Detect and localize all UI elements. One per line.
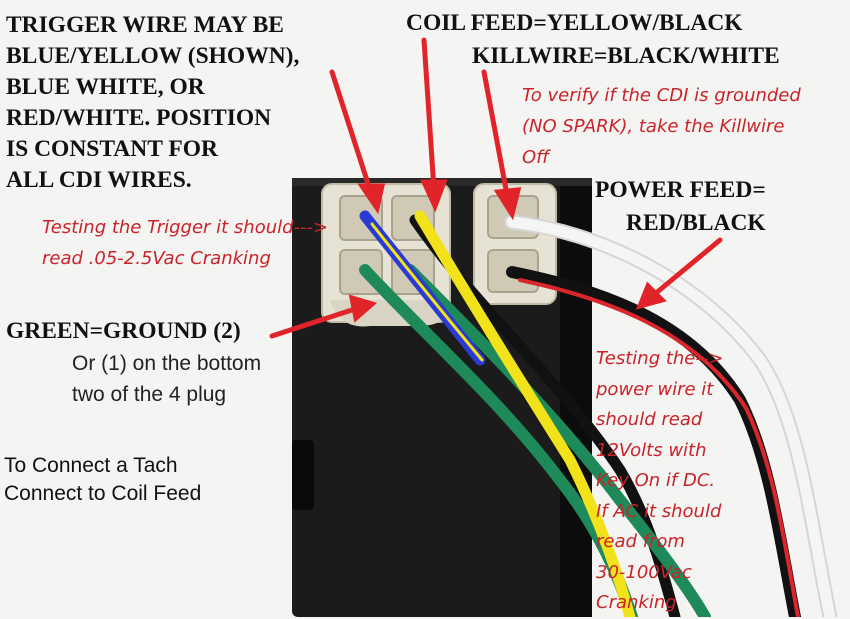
trigger-note-line-4: RED/WHITE. POSITION: [6, 105, 272, 131]
power-test-line-8: 30-100Vac: [596, 561, 692, 583]
coil-wire-yellow: [414, 210, 636, 617]
green-wire-1: [404, 264, 711, 617]
trigger-test-note: Testing the Trigger it should---> read .…: [42, 212, 328, 274]
arrow-power-head: [635, 281, 667, 310]
trigger-note-line-3: BLUE WHITE, OR: [6, 74, 205, 100]
trigger-wire-yellow-stripe: [370, 222, 484, 362]
arrow-trigger: [329, 69, 375, 199]
killwire-note-line-1: To verify if the CDI is grounded: [522, 85, 801, 106]
power-test-line-7: read from: [596, 531, 685, 552]
killwire-note-line-2: (NO SPARK), take the Killwire: [522, 116, 785, 137]
power-test-note: Testing the--> power wire it should read…: [596, 344, 723, 619]
arrow-ground: [269, 305, 361, 339]
arrow-coil-head: [420, 179, 448, 213]
coil-feed-label: COIL FEED=YELLOW/BLACK: [406, 10, 743, 36]
power-feed-label: POWER FEED= RED/BLACK: [590, 174, 766, 240]
trigger-note-line-5: IS CONSTANT FOR: [6, 136, 218, 162]
power-test-line-2: power wire it: [596, 378, 714, 400]
power-test-line-9: Cranking: [596, 592, 677, 613]
arrow-ground-head: [348, 294, 378, 323]
arrow-killwire-head: [493, 187, 522, 221]
killwire-note: To verify if the CDI is grounded (NO SPA…: [522, 80, 801, 173]
cdi-mount-tab: [292, 440, 314, 510]
killwire-label: KILLWIRE=BLACK/WHITE: [472, 43, 780, 69]
arrow-coil: [421, 37, 437, 193]
arrow-trigger-head: [357, 183, 386, 215]
trigger-note-line-6: ALL CDI WIRES.: [6, 167, 192, 193]
trigger-note-line-2: BLUE/YELLOW (SHOWN),: [6, 43, 300, 69]
power-test-line-6: If AC it should: [596, 500, 722, 522]
power-feed-line-2: RED/BLACK: [626, 210, 766, 236]
tach-note-line-2: Connect to Coil Feed: [4, 482, 202, 505]
arrow-killwire: [481, 69, 511, 203]
power-test-line-5: Key On if DC.: [596, 470, 716, 491]
arrow-power: [647, 237, 723, 301]
power-test-line-4: 12Volts with: [596, 439, 707, 461]
killwire-black-white: [506, 216, 836, 617]
power-test-line-3: should read: [596, 409, 703, 430]
trigger-test-line-1: Testing the Trigger it should--->: [42, 217, 329, 238]
power-feed-line-1: POWER FEED=: [594, 177, 766, 203]
trigger-test-line-2: read .05-2.5Vac Cranking: [42, 248, 271, 269]
trigger-wire-note: TRIGGER WIRE MAY BE BLUE/YELLOW (SHOWN),…: [6, 10, 299, 196]
ground-note-line-2: two of the 4 plug: [72, 383, 227, 406]
ground-label: GREEN=GROUND (2): [6, 318, 241, 344]
power-wire-red-stripe: [518, 278, 800, 617]
killwire-note-line-3: Off: [522, 147, 550, 168]
tach-note: To Connect a Tach Connect to Coil Feed: [4, 452, 201, 508]
trigger-note-line-1: TRIGGER WIRE MAY BE: [6, 12, 284, 38]
ground-note-line-1: Or (1) on the bottom: [72, 352, 262, 375]
ground-note: Or (1) on the bottom two of the 4 plug: [72, 348, 261, 410]
tach-note-line-1: To Connect a Tach: [4, 454, 178, 477]
power-test-line-1: Testing the-->: [596, 348, 724, 369]
